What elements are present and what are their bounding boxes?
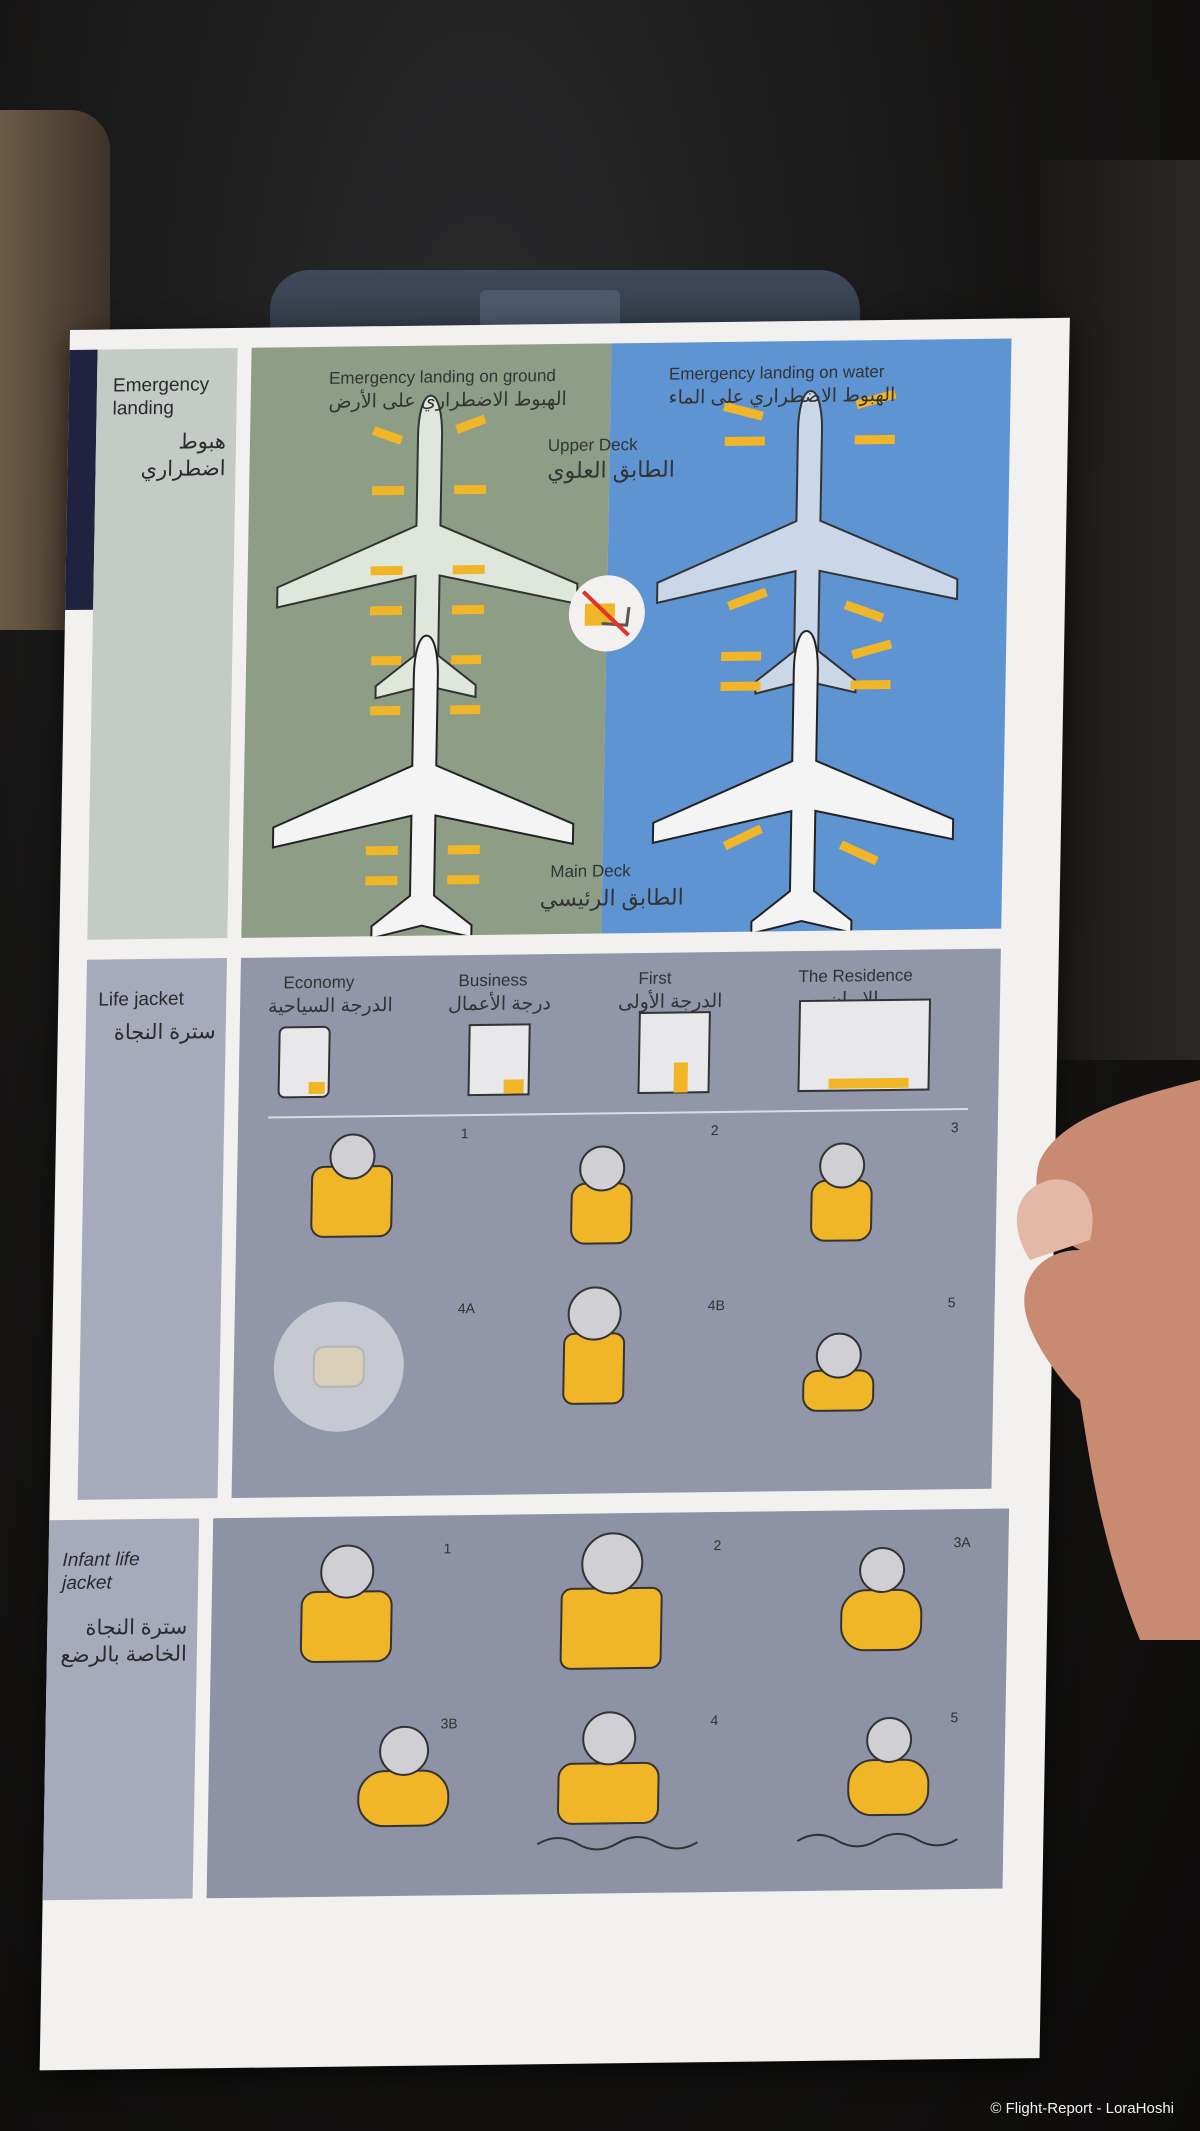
main-deck-ar: الطابق الرئيسي <box>539 884 684 912</box>
hand-holding-card <box>1016 1080 1200 1640</box>
inf-step-5: 5 <box>950 1709 959 1726</box>
ground-title-en: Emergency landing on ground <box>328 366 557 388</box>
inf-step-4: 4 <box>710 1712 719 1729</box>
life-jacket-illustrations <box>268 998 969 1432</box>
seat-right <box>1040 160 1200 1060</box>
infant-illustrations <box>299 1532 958 1851</box>
inf-step-3b: 3B <box>440 1715 458 1732</box>
seat-icons <box>277 998 932 1099</box>
lj-step-4b: 4B <box>707 1296 726 1314</box>
water-title-en: Emergency landing on water <box>668 362 885 384</box>
lj-step-1: 1 <box>460 1125 469 1142</box>
no-high-heels-icon <box>568 575 645 652</box>
plane-ground-main <box>271 634 575 938</box>
emergency-label-en: Emergency landing <box>112 374 210 420</box>
upper-deck-ar: الطابق العلوي <box>547 456 676 484</box>
inf-step-1: 1 <box>443 1540 452 1557</box>
card-navy-tab <box>65 349 98 611</box>
photo-credit: © Flight-Report - LoraHoshi <box>990 2100 1174 2117</box>
life-jacket-label-ar: سترة النجاة <box>113 1020 216 1045</box>
lj-step-2: 2 <box>710 1122 719 1139</box>
upper-deck-en: Upper Deck <box>547 435 638 456</box>
ground-title-ar: الهبوط الاضطراري على الأرض <box>328 388 567 413</box>
lj-step-4a: 4A <box>457 1300 476 1317</box>
inf-step-3a: 3A <box>953 1533 971 1551</box>
lj-step-5: 5 <box>947 1294 956 1311</box>
main-deck-en: Main Deck <box>550 861 631 882</box>
planes-illustration <box>271 389 959 938</box>
safety-card: Emergency landing هبوط اضطراري <box>39 317 1070 2071</box>
life-jacket-label-en: Life jacket <box>98 988 185 1011</box>
inf-step-2: 2 <box>713 1537 722 1554</box>
lj-step-3: 3 <box>950 1119 959 1136</box>
infant-label-ar: سترة النجاة الخاصة بالرضع <box>60 1615 188 1668</box>
infant-label-en: Infant life jacket <box>61 1549 140 1594</box>
water-title-ar: الهبوط الاضطراري على الماء <box>668 384 896 409</box>
emergency-label-ar: هبوط اضطراري <box>140 430 227 482</box>
plane-water-main <box>651 629 955 935</box>
